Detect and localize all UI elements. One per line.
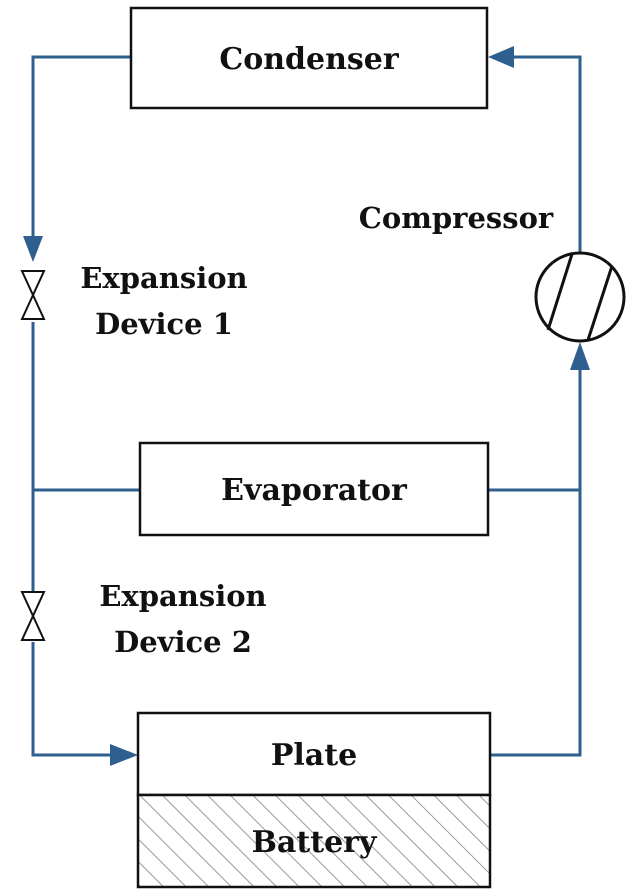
expansion-device-2-label-line2: Device 2 [114, 625, 252, 659]
expansion-device-1-label-line2: Device 1 [95, 307, 233, 341]
flow-arrows [23, 46, 590, 766]
evaporator-box [138, 441, 490, 537]
arrow-up-to-compressor [570, 342, 590, 370]
compressor-icon [534, 251, 626, 343]
line-condenser-to-expansion-1 [31, 55, 130, 242]
expansion-device-1-label-line1: Expansion [80, 261, 247, 295]
condenser-label: Condenser [219, 42, 400, 77]
line-plate-to-compressor [490, 364, 582, 757]
battery-box [136, 793, 492, 889]
battery-label: Battery [252, 825, 378, 860]
condenser-box [129, 6, 489, 110]
line-expansion-2-to-plate [31, 642, 122, 757]
expansion-device-2-label-line1: Expansion [99, 579, 266, 613]
expansion-valve-1-icon [20, 270, 46, 320]
refrigerant-lines [31, 55, 582, 757]
compressor-label: Compressor [359, 201, 554, 235]
arrow-into-condenser [488, 46, 514, 68]
evaporator-label: Evaporator [221, 473, 408, 508]
plate-box [136, 711, 492, 797]
arrow-into-plate [110, 744, 138, 766]
expansion-valve-2-icon [20, 591, 46, 641]
plate-label: Plate [271, 738, 357, 773]
line-compressor-to-condenser [505, 55, 582, 252]
arrow-down-to-expansion-1 [23, 236, 43, 262]
